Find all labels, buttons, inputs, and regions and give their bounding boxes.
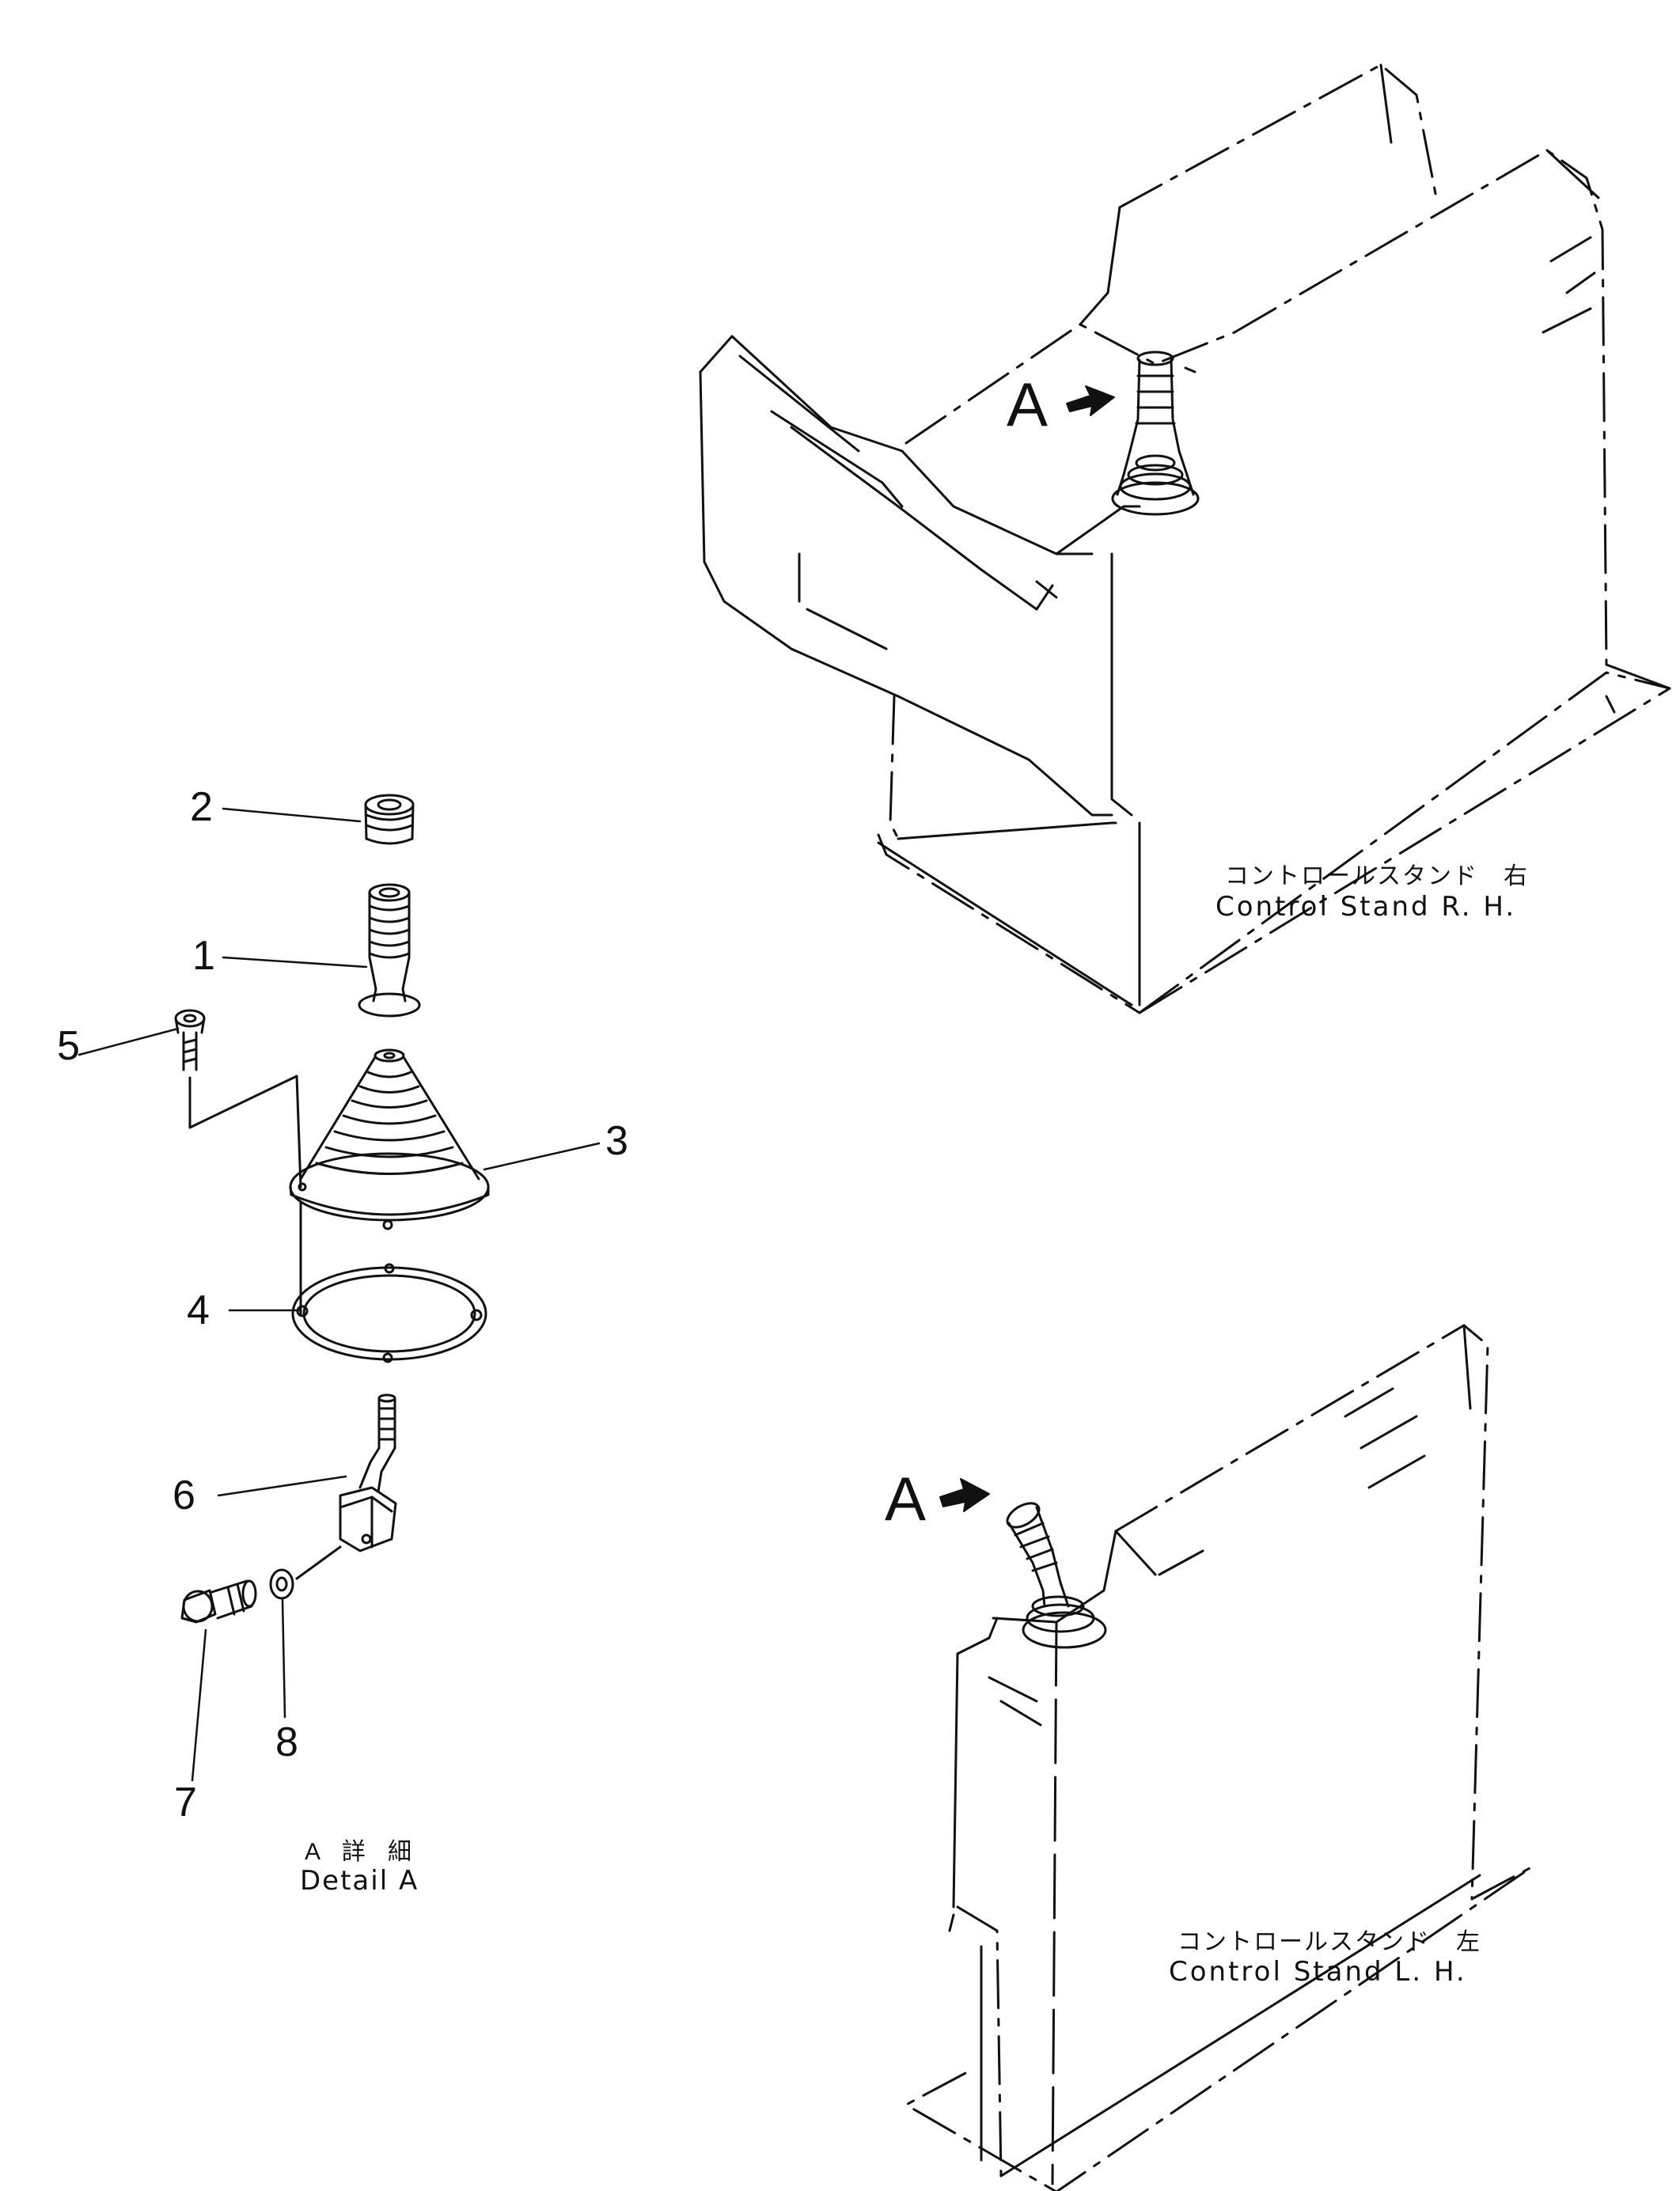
rh-caption-en: Control Stand R. H.: [1215, 891, 1517, 923]
part-5-bolt: [174, 1009, 206, 1071]
part-8-washer: [269, 1568, 294, 1600]
part-7-bolt: [180, 1579, 257, 1624]
view-arrow-rh: [1066, 385, 1115, 416]
lh-caption-jp: コントロールスタンド 左: [1178, 1929, 1481, 1955]
callout-3: 3: [605, 1118, 628, 1164]
part-2-cap: [364, 794, 415, 845]
callout-leaders: [78, 807, 601, 1782]
part-4-gasket: [291, 1263, 487, 1363]
callout-6: 6: [173, 1473, 195, 1518]
view-marker-rh: A: [1007, 370, 1049, 439]
callout-1: 1: [192, 933, 215, 979]
view-arrow-lh: [939, 1478, 990, 1512]
view-marker-lh: A: [885, 1464, 927, 1533]
rh-caption-jp: コントロールスタンド 右: [1225, 863, 1529, 889]
callout-4: 4: [187, 1287, 210, 1333]
callout-8: 8: [275, 1719, 298, 1765]
detail-caption-jp: A 詳 細: [305, 1839, 420, 1865]
lh-caption-en: Control Stand L. H.: [1169, 1956, 1467, 1988]
control-stand-lh: [904, 1324, 1533, 2191]
part-1-grip: [358, 883, 421, 1018]
part-6-lever: [339, 1393, 397, 1552]
callout-5: 5: [57, 1023, 80, 1069]
callout-7: 7: [174, 1780, 197, 1825]
detail-caption-en: Detail A: [300, 1865, 419, 1897]
detail-a-parts: [174, 794, 490, 1624]
part-3-boot: [289, 1048, 490, 1230]
callout-2: 2: [190, 784, 213, 830]
control-stand-rh: [699, 63, 1671, 1014]
